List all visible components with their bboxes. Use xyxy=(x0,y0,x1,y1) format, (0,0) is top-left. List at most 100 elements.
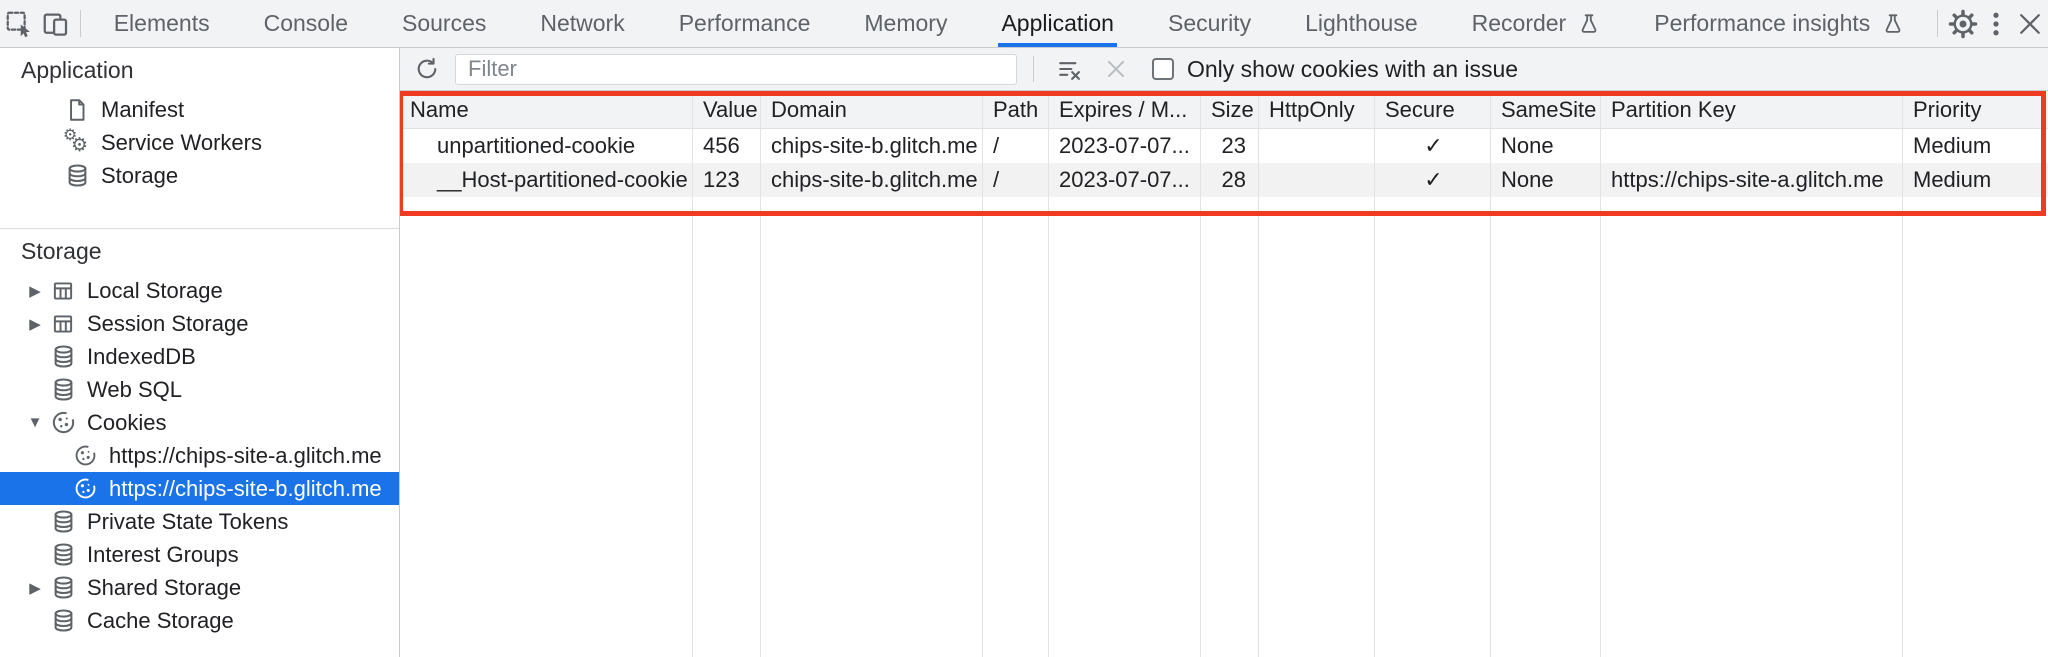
sidebar-section-storage: Storage ▶ Local Storage ▶ Session Storag… xyxy=(0,228,399,637)
column-header-value[interactable]: Value xyxy=(693,91,761,129)
chevron-expanded-icon[interactable]: ▼ xyxy=(27,414,43,431)
tab-application[interactable]: Application xyxy=(974,0,1141,47)
column-header-samesite[interactable]: SameSite xyxy=(1491,91,1601,129)
gear-icon[interactable] xyxy=(1944,0,1981,47)
issue-filter-checkbox[interactable] xyxy=(1152,58,1174,80)
cell-partition-key[interactable] xyxy=(1601,129,1903,163)
table-empty-area xyxy=(400,197,2048,657)
cookie-icon xyxy=(70,441,100,471)
database-icon xyxy=(48,342,78,372)
cookie-icon xyxy=(48,408,78,438)
cell-size[interactable]: 23 xyxy=(1201,129,1259,163)
toolbar-divider xyxy=(80,10,81,37)
sidebar-item-private-state-tokens[interactable]: Private State Tokens xyxy=(0,505,399,538)
cell-httponly[interactable] xyxy=(1259,163,1375,197)
section-title: Storage xyxy=(21,238,102,264)
cell-httponly[interactable] xyxy=(1259,129,1375,163)
cell-name[interactable]: __Host-partitioned-cookie xyxy=(400,163,693,197)
table-row[interactable]: __Host-partitioned-cookie 123 chips-site… xyxy=(400,163,2048,197)
cell-expires[interactable]: 2023-07-07... xyxy=(1049,129,1201,163)
tab-lighthouse[interactable]: Lighthouse xyxy=(1305,10,1418,36)
database-icon xyxy=(48,540,78,570)
clear-filter-icon[interactable] xyxy=(1050,50,1088,88)
tab-performance-insights[interactable]: Performance insights xyxy=(1627,0,1931,47)
tab-security[interactable]: Security xyxy=(1167,10,1252,36)
cell-path[interactable]: / xyxy=(983,129,1049,163)
section-title: Application xyxy=(21,57,134,83)
cell-value[interactable]: 123 xyxy=(693,163,761,197)
column-header-expires[interactable]: Expires / M... xyxy=(1049,91,1201,129)
chevron-collapsed-icon[interactable]: ▶ xyxy=(29,315,41,333)
cell-domain[interactable]: chips-site-b.glitch.me xyxy=(761,163,983,197)
sidebar-section-application: Application Manifest ⚙⚙ Service Workers … xyxy=(0,48,399,192)
cell-domain[interactable]: chips-site-b.glitch.me xyxy=(761,129,983,163)
tab-elements[interactable]: Elements xyxy=(113,10,210,36)
device-toolbar-icon[interactable] xyxy=(37,0,74,47)
table-row[interactable]: unpartitioned-cookie 456 chips-site-b.gl… xyxy=(400,129,2048,163)
sidebar-item-cookies[interactable]: ▼ Cookies xyxy=(0,406,399,439)
table-icon xyxy=(48,309,78,339)
sidebar-item-service-workers[interactable]: ⚙⚙ Service Workers xyxy=(63,126,262,156)
cell-size[interactable]: 28 xyxy=(1201,163,1259,197)
sidebar-item-indexeddb[interactable]: IndexedDB xyxy=(0,340,399,373)
table-header-row: Name Value Domain Path Expires / M... Si… xyxy=(400,91,2048,129)
application-panel-sidebar: Application Manifest ⚙⚙ Service Workers … xyxy=(0,48,400,657)
cookies-toolbar: Only show cookies with an issue xyxy=(400,48,2048,91)
cell-path[interactable]: / xyxy=(983,163,1049,197)
sidebar-item-local-storage[interactable]: ▶ Local Storage xyxy=(0,274,399,307)
cell-samesite[interactable]: None xyxy=(1491,129,1601,163)
cell-secure[interactable]: ✓ xyxy=(1375,163,1491,197)
close-icon[interactable] xyxy=(2011,0,2048,47)
column-header-httponly[interactable]: HttpOnly xyxy=(1259,91,1375,129)
kebab-menu-icon[interactable] xyxy=(1981,0,2011,47)
sidebar-item-storage[interactable]: Storage xyxy=(0,159,399,192)
experiment-flask-icon xyxy=(1576,12,1600,36)
column-header-priority[interactable]: Priority xyxy=(1903,91,2048,129)
cell-secure[interactable]: ✓ xyxy=(1375,129,1491,163)
table-icon xyxy=(48,276,78,306)
tab-memory[interactable]: Memory xyxy=(864,10,948,36)
toolbar-divider xyxy=(1033,56,1034,82)
sidebar-item-interest-groups[interactable]: Interest Groups xyxy=(0,538,399,571)
column-header-partition-key[interactable]: Partition Key xyxy=(1601,91,1903,129)
cell-priority[interactable]: Medium xyxy=(1913,167,1992,192)
cell-samesite[interactable]: None xyxy=(1491,163,1601,197)
cookies-panel: Only show cookies with an issue Name Val… xyxy=(400,48,2048,657)
cookies-table: Name Value Domain Path Expires / M... Si… xyxy=(400,91,2048,657)
tab-performance[interactable]: Performance xyxy=(678,10,811,36)
cell-priority[interactable]: Medium xyxy=(1913,133,1992,158)
column-header-path[interactable]: Path xyxy=(983,91,1049,129)
gears-icon: ⚙⚙ xyxy=(63,126,89,156)
database-icon xyxy=(48,573,78,603)
clear-icon[interactable] xyxy=(1097,50,1135,88)
database-icon xyxy=(48,507,78,537)
tab-network[interactable]: Network xyxy=(540,10,625,36)
cell-expires[interactable]: 2023-07-07... xyxy=(1049,163,1201,197)
refresh-icon[interactable] xyxy=(408,50,446,88)
cell-value[interactable]: 456 xyxy=(693,129,761,163)
cookie-icon xyxy=(70,474,100,504)
sidebar-item-session-storage[interactable]: ▶ Session Storage xyxy=(0,307,399,340)
filter-input[interactable] xyxy=(455,53,1017,85)
document-icon xyxy=(62,95,92,125)
column-header-secure[interactable]: Secure xyxy=(1375,91,1491,129)
column-header-size[interactable]: Size xyxy=(1201,91,1259,129)
sidebar-item-web-sql[interactable]: Web SQL xyxy=(0,373,399,406)
cell-name[interactable]: unpartitioned-cookie xyxy=(400,129,693,163)
sidebar-item-shared-storage[interactable]: ▶ Shared Storage xyxy=(0,571,399,604)
chevron-collapsed-icon[interactable]: ▶ xyxy=(29,579,41,597)
inspect-cursor-icon[interactable] xyxy=(0,0,37,47)
sidebar-item-cookies-chips-site-b[interactable]: https://chips-site-b.glitch.me xyxy=(0,472,399,505)
sidebar-item-manifest[interactable]: Manifest xyxy=(0,93,399,126)
chevron-collapsed-icon[interactable]: ▶ xyxy=(29,282,41,300)
sidebar-item-cache-storage[interactable]: Cache Storage xyxy=(0,604,399,637)
tab-sources[interactable]: Sources xyxy=(401,10,487,36)
sidebar-item-cookies-chips-site-a[interactable]: https://chips-site-a.glitch.me xyxy=(0,439,399,472)
tab-recorder[interactable]: Recorder xyxy=(1445,0,1628,47)
column-header-name[interactable]: Name xyxy=(400,91,693,129)
column-header-domain[interactable]: Domain xyxy=(761,91,983,129)
cell-partition-key[interactable]: https://chips-site-a.glitch.me xyxy=(1601,163,1903,197)
devtools-tabbar: Elements Console Sources Network Perform… xyxy=(0,0,2048,48)
issue-filter-label[interactable]: Only show cookies with an issue xyxy=(1187,55,1519,82)
tab-console[interactable]: Console xyxy=(263,10,348,36)
